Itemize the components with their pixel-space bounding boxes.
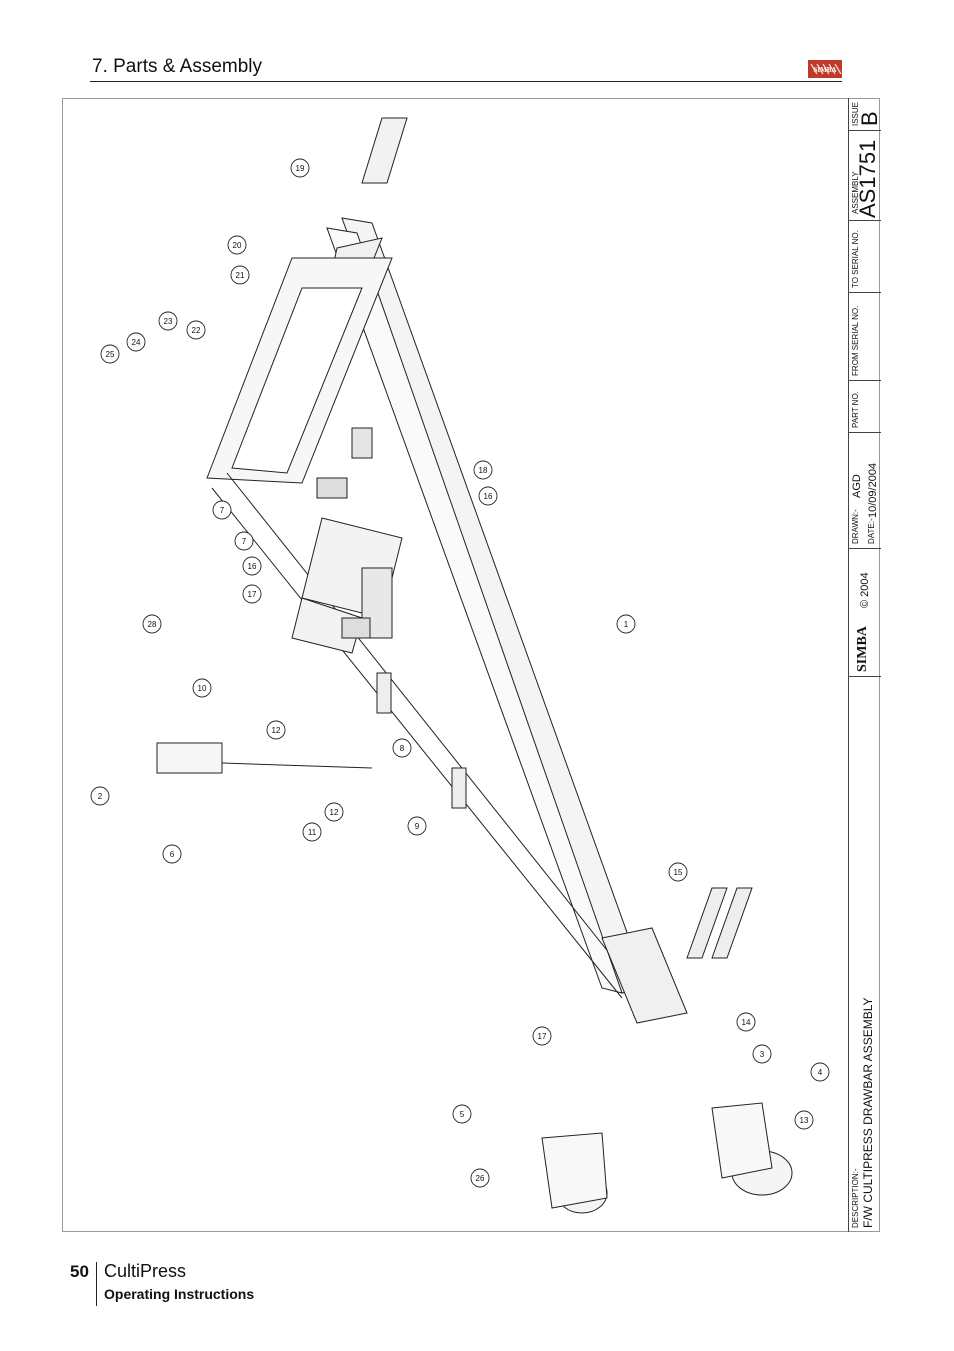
callout-17b: 17 — [538, 1032, 547, 1041]
drawing-frame — [62, 98, 880, 1232]
part-no-label: PART NO. — [851, 391, 860, 428]
callout-12: 12 — [272, 726, 281, 735]
callout-13: 13 — [800, 1116, 809, 1125]
issue-cell: ISSUE B — [849, 98, 882, 131]
callout-22: 22 — [192, 326, 201, 335]
from-serial-label: FROM SERIAL NO. — [851, 305, 860, 376]
document-type: Operating Instructions — [104, 1286, 255, 1302]
part-no-cell: PART NO. — [849, 380, 881, 433]
callout-11: 11 — [308, 828, 317, 837]
callout-10: 10 — [198, 684, 207, 693]
header-rule — [90, 81, 842, 82]
drawn-by: AGD — [851, 474, 863, 498]
company-name: SIMBA — [855, 626, 870, 672]
callout-12b: 12 — [330, 808, 339, 817]
page-number: 50 — [70, 1262, 89, 1281]
callout-2: 2 — [98, 792, 103, 801]
callout-7b: 7 — [242, 537, 247, 546]
callout-18: 18 — [479, 466, 488, 475]
callout-17: 17 — [248, 590, 257, 599]
callout-26: 26 — [476, 1174, 485, 1183]
callout-23: 23 — [164, 317, 173, 326]
callout-20: 20 — [233, 241, 242, 250]
callout-16b: 16 — [248, 562, 257, 571]
issue-value: B — [857, 111, 882, 126]
product-name: CultiPress — [104, 1261, 187, 1281]
callout-9: 9 — [415, 822, 420, 831]
assembly-number: AS1751 — [855, 139, 880, 218]
logo-text: SIMBA — [814, 66, 837, 74]
callout-7: 7 — [220, 506, 225, 515]
description-label: DESCRIPTION:- — [851, 1168, 860, 1228]
simba-logo: SIMBA — [808, 60, 842, 78]
description-cell: DESCRIPTION:- F/W CULTIPRESS DRAWBAR ASS… — [849, 676, 881, 1232]
callout-6: 6 — [170, 850, 175, 859]
assembly-cell: ASSEMBLY AS1751 — [849, 130, 881, 221]
callout-15: 15 — [674, 868, 683, 877]
to-serial-label: TO SERIAL NO. — [851, 230, 860, 288]
callout-14: 14 — [742, 1018, 751, 1027]
to-serial-cell: TO SERIAL NO. — [849, 220, 881, 293]
callout-24: 24 — [132, 338, 141, 347]
callout-8: 8 — [400, 744, 405, 753]
description-text: F/W CULTIPRESS DRAWBAR ASSEMBLY — [861, 997, 875, 1228]
callout-5: 5 — [460, 1110, 465, 1119]
callout-21: 21 — [236, 271, 245, 280]
callout-3: 3 — [760, 1050, 765, 1059]
callout-1: 1 — [624, 620, 629, 629]
drawn-label: DRAWN:- — [851, 509, 860, 544]
callout-25: 25 — [106, 350, 115, 359]
callout-4: 4 — [818, 1068, 823, 1077]
footer-rule — [96, 1262, 97, 1306]
callout-19: 19 — [296, 164, 305, 173]
company-cell: © 2004 SIMBA — [849, 548, 881, 677]
from-serial-cell: FROM SERIAL NO. — [849, 292, 881, 381]
date-label: DATE:- — [867, 518, 876, 544]
callout-16: 16 — [484, 492, 493, 501]
exploded-drawing: 19 20 21 25 24 23 22 18 16 7 7 16 17 28 … — [90, 117, 830, 1214]
title-block: ISSUE B ASSEMBLY AS1751 TO SERIAL NO. FR… — [848, 98, 882, 1232]
section-title: 7. Parts & Assembly — [92, 56, 263, 77]
drawn-date-cell: DRAWN:- AGD DATE:- 10/09/2004 — [849, 432, 881, 549]
callout-28: 28 — [148, 620, 157, 629]
copyright: © 2004 — [859, 572, 871, 608]
date-value: 10/09/2004 — [867, 462, 879, 518]
